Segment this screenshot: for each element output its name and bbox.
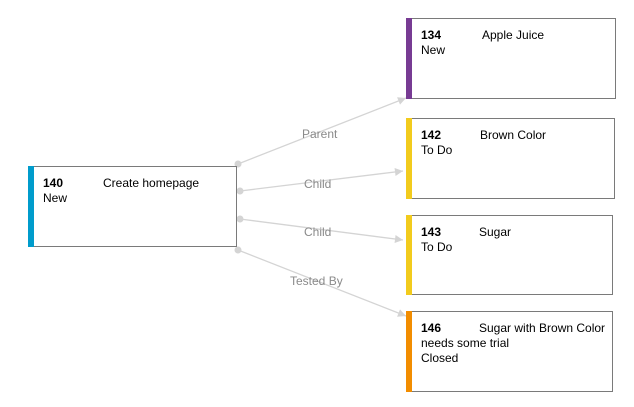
relation-start-dot — [234, 246, 242, 254]
relation-label-child: Child — [304, 225, 332, 239]
relation-label-tested-by: Tested By — [290, 274, 343, 288]
work-item-title-continued: needs some trial — [421, 336, 510, 350]
relation-arrowhead — [397, 309, 406, 317]
state-color-stripe — [406, 118, 412, 199]
work-item-title: Sugar with Brown Color — [479, 321, 606, 335]
work-item-state: Closed — [421, 351, 459, 365]
state-color-stripe — [28, 166, 34, 247]
work-item-state: New — [43, 191, 68, 205]
relation-start-dot — [236, 215, 244, 223]
work-item-id: 146 — [421, 321, 442, 335]
state-color-stripe — [406, 215, 412, 295]
relation-arrowhead — [397, 97, 406, 105]
relation-label-parent: Parent — [302, 127, 338, 141]
work-item-card-140[interactable]: 140 Create homepage New — [28, 166, 237, 247]
relation-start-dot — [234, 160, 242, 168]
work-item-id: 140 — [43, 176, 64, 190]
relation-line-child — [239, 218, 404, 241]
relation-arrowhead — [394, 235, 403, 243]
work-item-card-146[interactable]: 146 Sugar with Brown Color needs some tr… — [406, 311, 613, 392]
work-item-card-142[interactable]: 142 Brown Color To Do — [406, 118, 615, 199]
work-item-state: To Do — [421, 143, 453, 157]
work-item-title: Sugar — [479, 225, 512, 239]
relation-arrowhead — [394, 168, 403, 176]
work-item-id: 142 — [421, 128, 442, 142]
work-item-title: Apple Juice — [482, 28, 545, 42]
work-item-state: New — [421, 43, 446, 57]
state-color-stripe — [406, 18, 412, 99]
work-item-state: To Do — [421, 240, 453, 254]
work-item-title: Create homepage — [103, 176, 200, 190]
relation-start-dot — [236, 187, 244, 195]
relation-line-tested-by — [237, 249, 407, 317]
state-color-stripe — [406, 311, 412, 392]
work-item-card-143[interactable]: 143 Sugar To Do — [406, 215, 613, 295]
relation-line-parent — [237, 97, 407, 165]
work-item-id: 134 — [421, 28, 442, 42]
relation-line-child — [239, 170, 404, 192]
work-item-title: Brown Color — [480, 128, 547, 142]
work-item-id: 143 — [421, 225, 442, 239]
relation-label-child: Child — [304, 177, 332, 191]
work-item-card-134[interactable]: 134 Apple Juice New — [406, 18, 616, 99]
